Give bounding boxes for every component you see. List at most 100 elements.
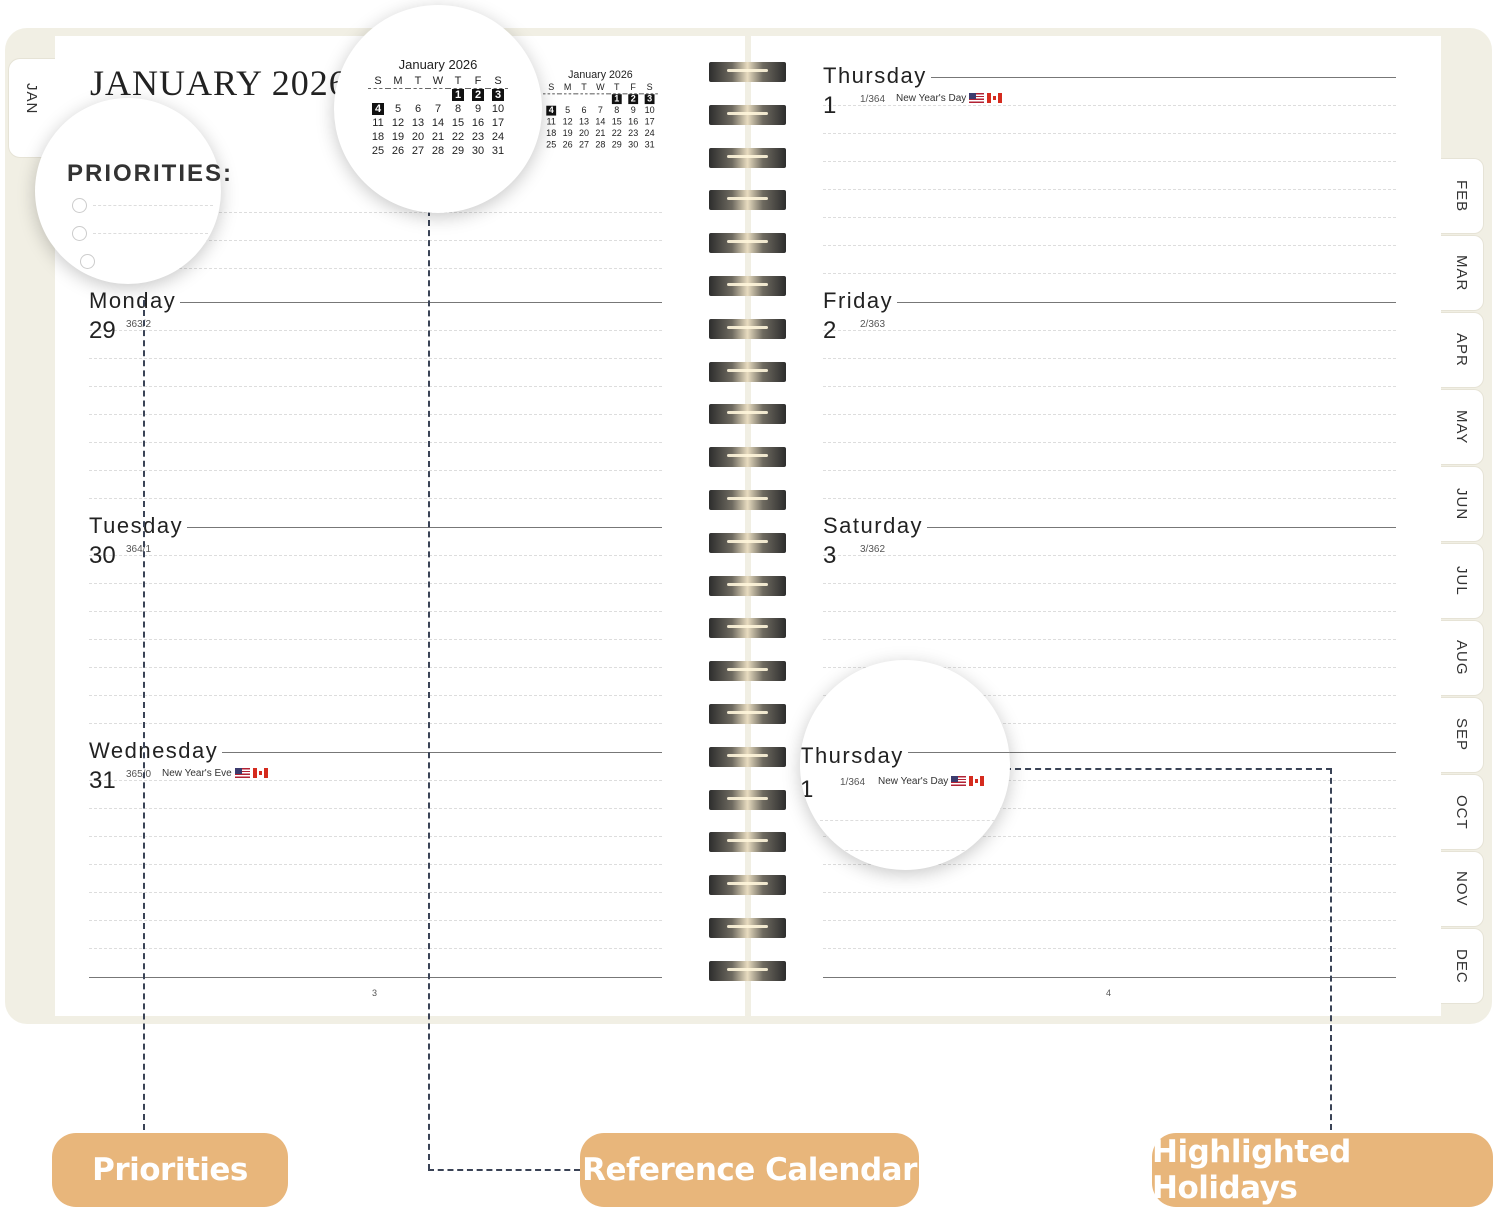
holiday-label: New Year's Day (896, 93, 1003, 104)
day-rule (823, 752, 1396, 753)
calendar-day: 9 (625, 105, 641, 116)
calendar-day: 22 (448, 130, 468, 144)
month-tab-nov[interactable]: NOV (1440, 851, 1484, 927)
tab-label: MAR (1453, 254, 1470, 292)
calendar-day: 19 (388, 130, 408, 144)
calendar-day-number: 26 (391, 145, 405, 157)
tab-label: APR (1453, 333, 1470, 367)
calendar-day-number: 16 (471, 117, 485, 129)
weekday-header: W (592, 81, 609, 94)
day-line (823, 133, 1396, 134)
spiral-ring-icon (709, 532, 786, 553)
spiral-ring-icon (709, 361, 786, 382)
calendar-day-number: 23 (628, 128, 639, 139)
calendar-day-number: 6 (414, 103, 422, 115)
calendar-day: 7 (428, 102, 448, 116)
month-tab-sep[interactable]: SEP (1440, 697, 1484, 773)
calendar-day: 31 (641, 139, 657, 150)
day-line (89, 695, 662, 696)
page-number-left: 3 (372, 988, 378, 998)
spiral-ring-icon (709, 62, 786, 82)
holiday-connector-vertical (1330, 768, 1332, 1130)
day-name: Tuesday (89, 513, 188, 539)
weekday-header: S (368, 74, 388, 89)
calendar-day: 9 (468, 102, 488, 116)
month-tab-oct[interactable]: OCT (1440, 774, 1484, 850)
calendar-day-number: 12 (562, 117, 573, 128)
weekday-header: T (608, 81, 625, 94)
calendar-day: 30 (468, 144, 488, 158)
month-tab-jul[interactable]: JUL (1440, 543, 1484, 619)
day-line (823, 864, 1396, 865)
priorities-label: PRIORITIES: (67, 160, 234, 187)
day-line (823, 808, 1396, 809)
calendar-day: 31 (488, 144, 508, 158)
calendar-day-number: 11 (372, 117, 384, 129)
day-line (89, 555, 662, 556)
calendar-day-number: 13 (411, 117, 425, 129)
day-count: 364/1 (126, 544, 152, 555)
spiral-ring-icon (709, 875, 786, 896)
calendar-day-number: 3 (644, 94, 655, 104)
calendar-day: 5 (388, 102, 408, 116)
holiday-label: New Year's Day (878, 776, 985, 787)
day-line (823, 245, 1396, 246)
weekday-header: S (641, 81, 658, 94)
day-line (823, 217, 1396, 218)
calendar-day: 30 (625, 139, 641, 150)
spiral-ring-icon (709, 661, 786, 682)
calendar-day-number: 25 (546, 140, 557, 150)
spiral-ring-icon (709, 832, 786, 853)
weekday-header: M (559, 81, 576, 94)
calendar-day: 17 (488, 116, 508, 130)
calendar-day: 10 (488, 102, 508, 116)
day-name: Monday (89, 288, 181, 314)
month-title: JANUARY 2026 (90, 63, 348, 103)
spiral-ring-icon (709, 318, 786, 339)
spiral-ring-icon (709, 918, 786, 938)
month-tab-mar[interactable]: MAR (1440, 235, 1484, 311)
day-number: 3 (823, 542, 837, 569)
calendar-day: 12 (559, 116, 575, 127)
day-line (89, 583, 662, 584)
weekday-header: S (488, 74, 508, 89)
day-number: 29 (89, 317, 116, 344)
priority-checkbox[interactable] (80, 254, 95, 269)
day-line (89, 864, 662, 865)
calendar-day: 21 (592, 128, 608, 139)
day-line (89, 836, 662, 837)
day-line (823, 639, 1396, 640)
month-tab-jun[interactable]: JUN (1440, 466, 1484, 542)
page-number-right: 4 (1106, 988, 1112, 998)
calendar-day-number: 21 (431, 131, 445, 143)
month-tab-dec[interactable]: DEC (1440, 928, 1484, 1004)
calendar-day-number: 7 (434, 103, 442, 115)
day-number: 2 (823, 317, 837, 344)
priority-line (89, 212, 662, 213)
priority-checkbox[interactable] (72, 226, 87, 241)
calendar-day-number: 30 (628, 140, 639, 150)
calendar-day-number: 24 (491, 131, 505, 143)
page-bottom-rule (823, 977, 1396, 978)
calendar-day-number: 9 (630, 105, 636, 116)
day-line (820, 820, 1010, 821)
day-line (823, 189, 1396, 190)
calendar-day-number: 14 (595, 117, 606, 128)
priority-checkbox[interactable] (72, 198, 87, 213)
month-tab-aug[interactable]: AUG (1440, 620, 1484, 696)
calendar-day: 20 (408, 130, 428, 144)
spiral-ring-icon (709, 190, 786, 211)
day-line (89, 667, 662, 668)
day-count: 1/364 (840, 777, 866, 788)
month-tab-apr[interactable]: APR (1440, 312, 1484, 388)
calendar-day-number: 3 (491, 89, 505, 102)
tab-label: JAN (23, 83, 40, 115)
month-tab-may[interactable]: MAY (1440, 389, 1484, 465)
calendar-day (576, 93, 592, 104)
calendar-day-number: 21 (595, 128, 606, 139)
month-tab-feb[interactable]: FEB (1440, 158, 1484, 234)
calendar-day: 29 (609, 139, 625, 150)
us-flag-icon (234, 768, 250, 779)
calendar-day-number: 8 (454, 103, 462, 115)
calendar-day: 12 (388, 116, 408, 130)
